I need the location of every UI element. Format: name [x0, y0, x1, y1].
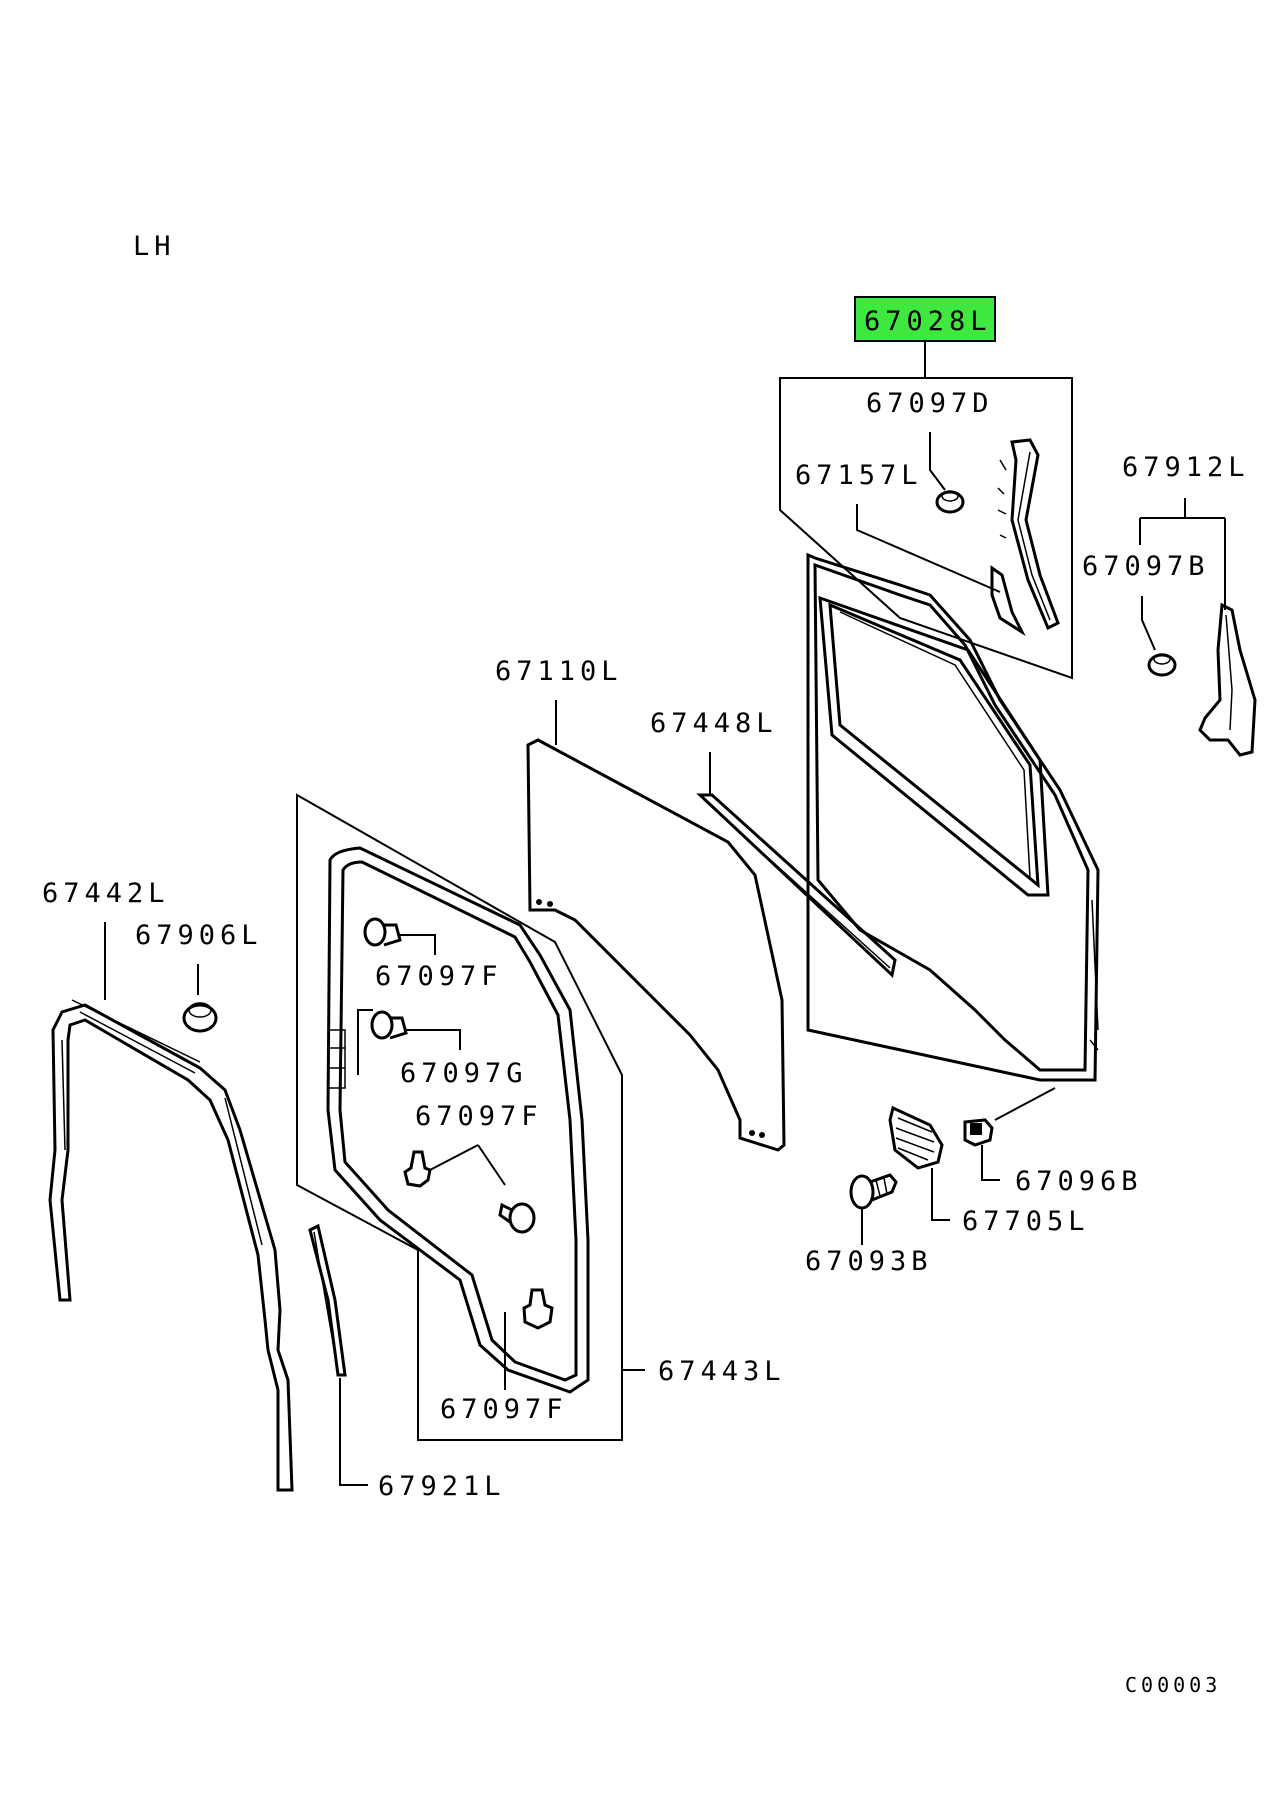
part-67096B[interactable]: 67096B	[1015, 1166, 1143, 1197]
part-67097B[interactable]: 67097B	[1082, 551, 1210, 582]
part-67093B[interactable]: 67093B	[805, 1246, 933, 1277]
clip-67097F-b1-shape	[403, 1150, 432, 1188]
part-67028L-label: 67028L	[864, 306, 992, 337]
clip-67097F-a-shape	[363, 917, 402, 947]
part-67443L[interactable]: 67443L	[658, 1356, 786, 1387]
part-67705L[interactable]: 67705L	[962, 1206, 1090, 1237]
part-67097F-a[interactable]: 67097F	[375, 961, 503, 992]
assembly-bracket	[779, 377, 1073, 680]
part-67097F-b[interactable]: 67097F	[415, 1101, 543, 1132]
clip-67097B-shape	[1147, 653, 1177, 677]
clip-67097G-shape	[370, 1010, 408, 1040]
glass-67110L-shape	[526, 738, 786, 1152]
clip-67097F-b2-shape	[498, 1202, 536, 1234]
garnish-67028L-shape	[1010, 438, 1060, 631]
part-67921L[interactable]: 67921L	[378, 1471, 506, 1502]
part-67906L[interactable]: 67906L	[135, 920, 263, 951]
weatherstrip-67442L-shape	[48, 999, 294, 1492]
bracket-67157L-shape	[990, 565, 1026, 637]
part-67097F-c[interactable]: 67097F	[440, 1394, 568, 1425]
clip-67096B-shape	[963, 1118, 994, 1147]
clip-67097D-shape	[935, 490, 965, 514]
part-67110L[interactable]: 67110L	[495, 656, 623, 687]
part-67097D[interactable]: 67097D	[866, 388, 994, 419]
bolt-67093B-shape	[849, 1173, 898, 1210]
part-67912L[interactable]: 67912L	[1122, 452, 1250, 483]
highlight-box	[854, 296, 996, 342]
grommet-67906L-shape	[182, 1002, 218, 1033]
clip-67097F-c-shape	[522, 1288, 554, 1330]
side-label: LH	[133, 231, 176, 262]
part-67157L[interactable]: 67157L	[795, 460, 923, 491]
part-67442L[interactable]: 67442L	[42, 878, 170, 909]
part-67448L[interactable]: 67448L	[650, 708, 778, 739]
channel-67448L-shape	[696, 793, 897, 978]
trim-67912L-shape	[1198, 602, 1257, 757]
bumper-67705L-shape	[888, 1105, 944, 1170]
door-panel-shape	[806, 552, 1100, 1082]
part-67097G[interactable]: 67097G	[400, 1058, 528, 1089]
strip-67921L-shape	[308, 1223, 347, 1377]
seal-67443L-shape	[326, 846, 590, 1394]
seal-bracket	[296, 793, 623, 1441]
part-67028L[interactable]: 67028L	[854, 296, 996, 342]
drawing-code: C00003	[1125, 1673, 1221, 1697]
